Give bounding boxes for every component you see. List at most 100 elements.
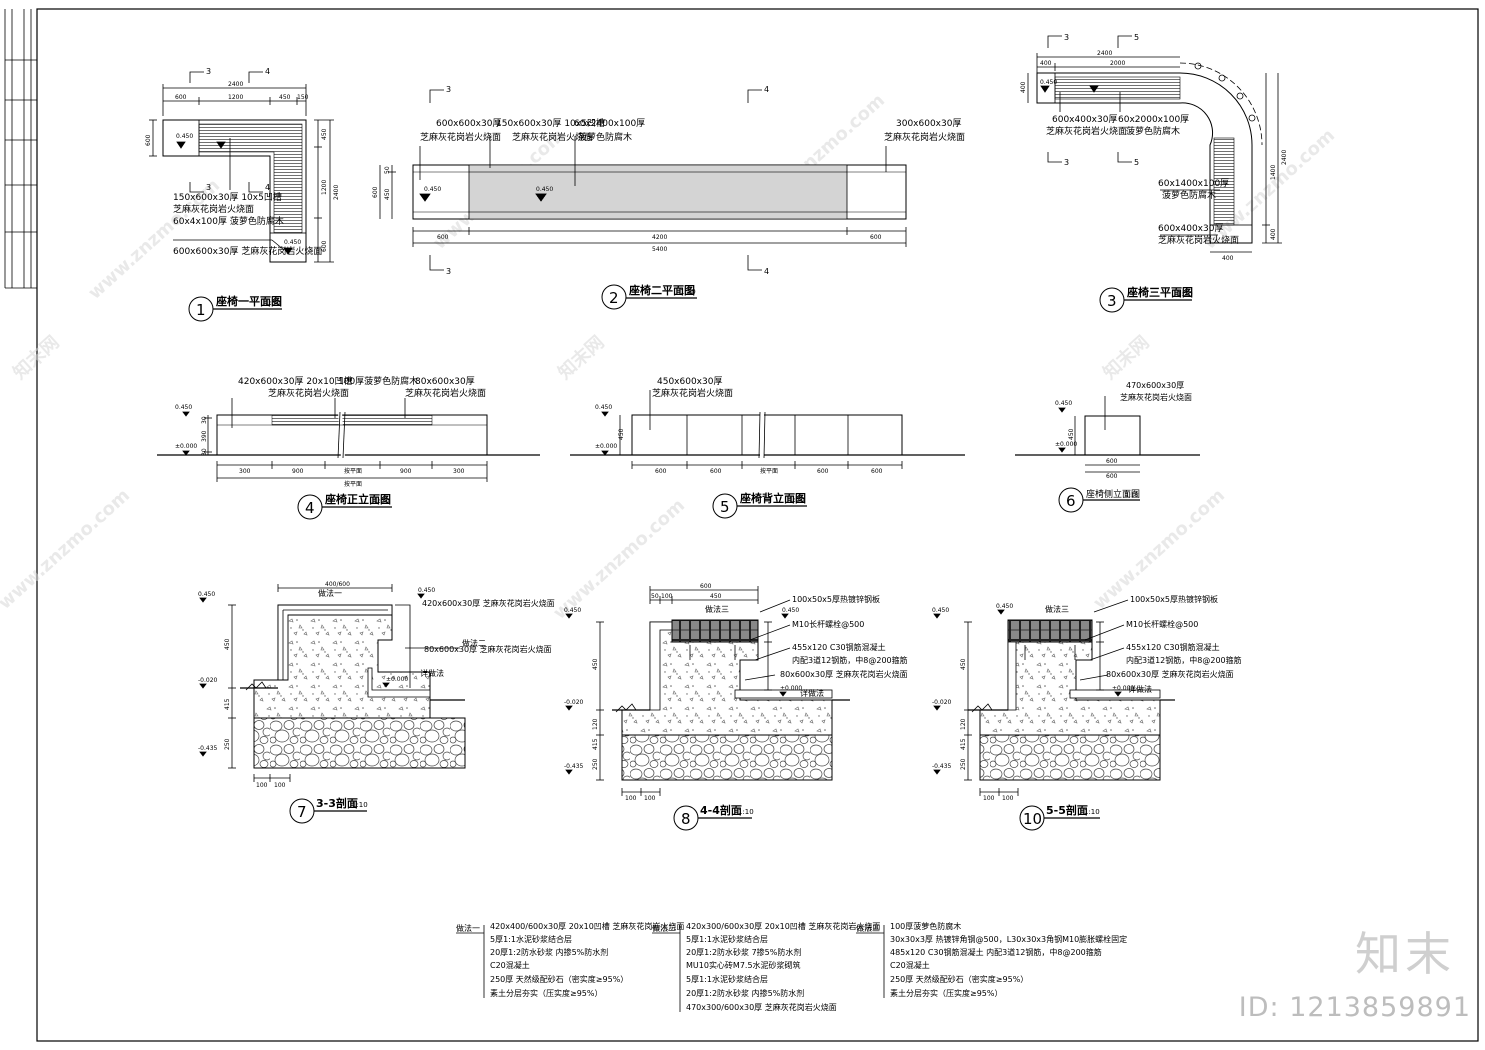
- drawing-title: 座椅正立面图: [324, 492, 391, 506]
- legend-line: 5厚1:1水泥砂浆结合层: [686, 934, 768, 944]
- drawing-7-labels: 400/600 0.450 -0.020 -0.435 0.450 ±0.000…: [198, 581, 555, 824]
- dimension-text: 30: [201, 416, 208, 424]
- material-note: 60x2000x100厚: [1118, 114, 1189, 125]
- legend-line: 5厚1:1水泥砂浆结合层: [686, 974, 768, 984]
- legend-method-2: 做法二 420x300/600x30厚 20x10凹槽 芝麻灰花岗岩火烧面 5厚…: [652, 921, 880, 1012]
- dimension-text: 120: [592, 718, 599, 730]
- dimension-text: 30: [201, 448, 208, 456]
- material-note: 470x600x30厚: [1126, 381, 1184, 390]
- drawing-1-seat-one-plan: [149, 71, 334, 263]
- material-note: 芝麻灰花岗岩火烧面: [173, 203, 254, 215]
- dimension-text: 450: [592, 658, 599, 670]
- construction-method-legend: 做法一 420x400/600x30厚 20x10凹槽 芝麻灰花岗岩火烧面 5厚…: [456, 921, 1127, 1012]
- material-note: 芝麻灰花岗岩火烧面: [420, 131, 501, 143]
- section-mark-label: 4: [265, 67, 270, 76]
- level-text: -0.435: [932, 763, 952, 770]
- section-mark-label: 3: [1064, 158, 1069, 167]
- dimension-text: 100: [1002, 795, 1014, 802]
- section-mark-label: 5: [1134, 158, 1139, 167]
- dimension-text: 600: [817, 468, 829, 475]
- dimension-text: 按平面: [344, 480, 362, 488]
- level-text: 0.450: [418, 587, 435, 594]
- dimension-text: 600: [437, 234, 449, 241]
- legend-line: C20混凝土: [890, 960, 930, 970]
- dimension-text: 2400: [1281, 150, 1288, 165]
- material-note: 80x600x30厚 芝麻灰花岗岩火烧面: [424, 644, 552, 654]
- material-note: 100x50x5厚热镀锌钢板: [1130, 594, 1218, 604]
- drawing-number: 8: [681, 810, 691, 828]
- watermark-cn: 知末网: [554, 331, 609, 383]
- drawing-number: 6: [1066, 492, 1076, 510]
- drawing-scale: 1:20: [374, 497, 390, 505]
- drawing-2-labels: 3 4 3 4 600x600x30厚 芝麻灰花岗岩火烧面 150x600x30…: [372, 85, 965, 310]
- dimension-text: 450: [618, 428, 625, 440]
- method-tag: 做法三: [1045, 604, 1069, 614]
- level-text: ±0.000: [595, 443, 617, 450]
- drawing-4-labels: 420x600x30厚 20x10凹槽 芝麻灰花岗岩火烧面 100厚菠萝色防腐木…: [175, 375, 486, 520]
- legend-line: 30x30x3厚 热镀锌角钢@500，L30x30x3角钢M10膨胀螺栓固定: [890, 934, 1127, 944]
- sheet-border: [36, 8, 1479, 1042]
- level-text: 0.450: [782, 607, 799, 614]
- dimension-text: 400: [1020, 81, 1027, 93]
- material-note: 60x4x100厚 菠萝色防腐木: [173, 215, 284, 227]
- level-text: 0.450: [1055, 400, 1072, 407]
- material-note: 芝麻灰花岗岩火烧面: [268, 387, 349, 399]
- drawing-6-labels: 470x600x30厚 芝麻灰花岗岩火烧面 0.450 ±0.000 450 6…: [1055, 381, 1192, 513]
- drawing-3-labels: 3 5 3 5 2400 400 2000 1400 400 2400 400 …: [1020, 33, 1288, 313]
- material-note: 芝麻灰花岗岩火烧面: [1120, 392, 1192, 402]
- level-text: 0.450: [564, 607, 581, 614]
- level-text: 0.450: [284, 239, 301, 246]
- dimension-text: 600: [870, 234, 882, 241]
- material-note: 455x120 C30钢筋混凝土: [1126, 642, 1220, 652]
- drawing-scale: 1:20: [789, 496, 805, 504]
- legend-line: 5厚1:1水泥砂浆结合层: [490, 934, 572, 944]
- dimension-text: 2400: [1097, 50, 1112, 57]
- legend-line: 素土分层夯实（压实度≥95%）: [890, 988, 1002, 998]
- dimension-text: 600: [1106, 473, 1118, 480]
- legend-line: 250厚 天然级配砂石（密实度≥95%）: [890, 974, 1028, 984]
- drawing-title: 4-4剖面: [700, 803, 742, 817]
- drawing-title: 座椅侧立面图: [1086, 488, 1140, 500]
- material-note: 芝麻灰花岗岩火烧面: [1158, 234, 1239, 246]
- dimension-text: 600: [145, 134, 152, 146]
- dimension-text: 400: [1270, 228, 1277, 240]
- drawing-2-seat-two-plan: [379, 89, 907, 271]
- material-note: 60x1400x100厚: [1158, 178, 1229, 189]
- level-text: ±0.000: [386, 676, 408, 683]
- level-text: 0.450: [996, 603, 1013, 610]
- watermark-cn: 知末网: [9, 331, 64, 383]
- dimension-text: 1200: [228, 94, 243, 101]
- dimension-text: 450: [1068, 428, 1075, 440]
- drawing-10-labels: 0.450 -0.020 -0.435 0.450 ±0.000 450 120…: [932, 594, 1242, 831]
- dimension-text: 400: [1222, 255, 1234, 262]
- material-note: 100x50x5厚热镀锌钢板: [792, 594, 880, 604]
- drawing-title: 5-5剖面: [1046, 803, 1088, 817]
- legend-line: 素土分层夯实（压实度≥95%）: [490, 988, 602, 998]
- drawing-5-seat-back-elevation: [570, 390, 965, 469]
- drawing-scale: 1:10: [1084, 808, 1100, 816]
- drawing-scale: 1:10: [352, 801, 368, 809]
- dimension-text: 450: [321, 128, 328, 140]
- title-strip: [4, 9, 37, 289]
- dimension-text: 120: [960, 718, 967, 730]
- dimension-text: 450: [279, 94, 291, 101]
- dimension-text: 2000: [1110, 60, 1125, 67]
- dimension-text: 600: [175, 94, 187, 101]
- legend-line: 20厚1:2防水砂浆 内掺5%防水剂: [490, 947, 608, 957]
- section-mark-label: 3: [446, 85, 451, 94]
- material-note: M10长杆螺栓@500: [1126, 619, 1198, 629]
- material-note: 420x600x30厚 20x10凹槽: [238, 375, 353, 387]
- drawing-title: 3-3剖面: [316, 796, 358, 810]
- drawing-number: 2: [609, 289, 619, 307]
- dimension-text: 400/600: [325, 581, 350, 588]
- dimension-text: 按平面: [344, 467, 362, 475]
- dimension-text: 415: [960, 738, 967, 750]
- section-mark-label: 4: [764, 85, 769, 94]
- section-mark-label: 3: [206, 183, 211, 192]
- level-text: -0.435: [564, 763, 584, 770]
- legend-line: 20厚1:2防水砂浆 7掺5%防水剂: [686, 947, 801, 957]
- material-note: 芝麻灰花岗岩火烧面: [405, 387, 486, 399]
- dimension-text: 50: [651, 593, 659, 600]
- watermark-site: www.znzmo.com: [549, 495, 689, 624]
